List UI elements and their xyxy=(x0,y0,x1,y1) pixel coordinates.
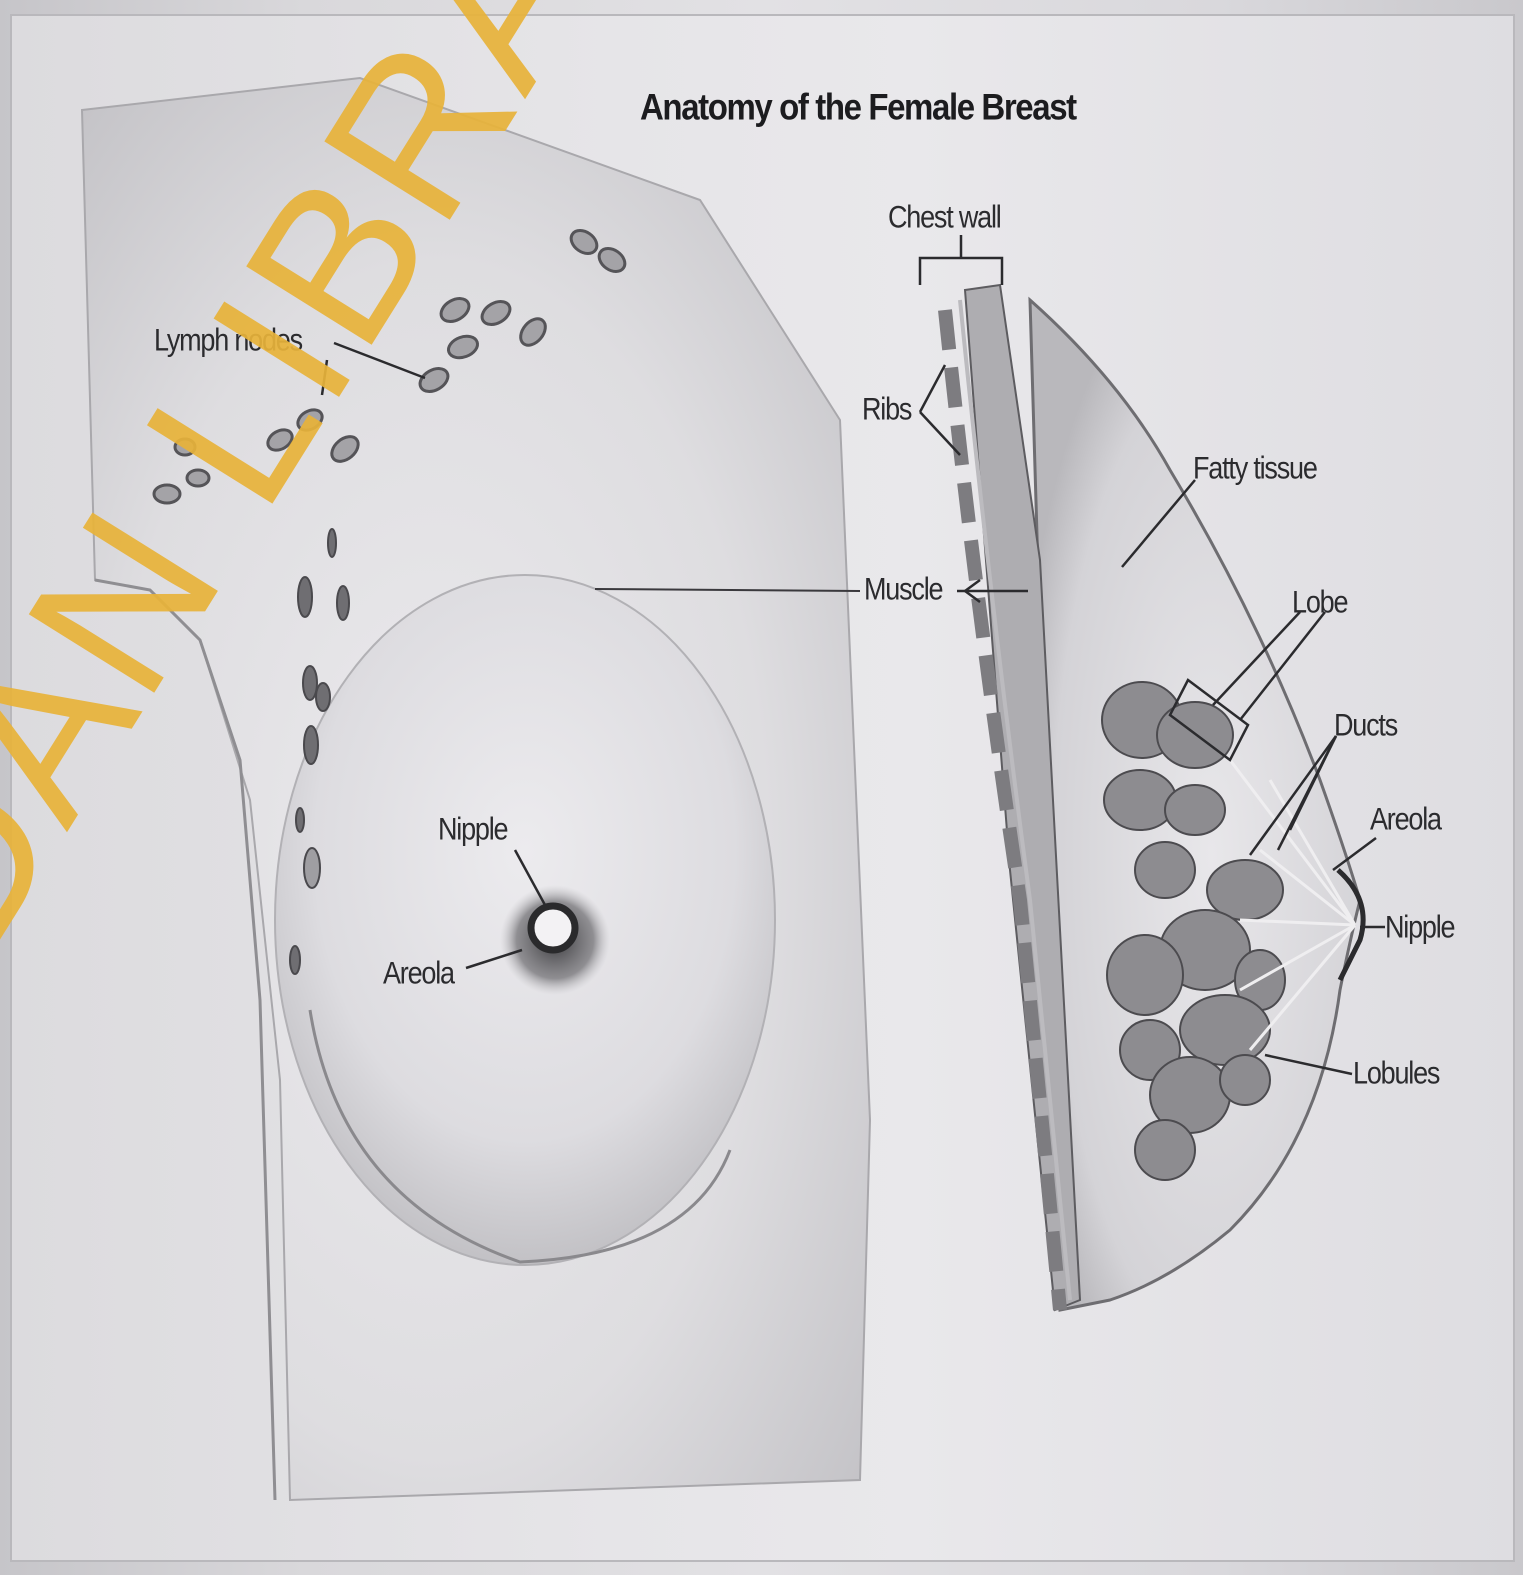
label-areola-front: Areola xyxy=(383,956,454,992)
label-lobules: Lobules xyxy=(1353,1056,1439,1092)
label-muscle: Muscle xyxy=(864,572,942,608)
label-ducts: Ducts xyxy=(1334,708,1397,744)
label-fatty-tissue: Fatty tissue xyxy=(1193,451,1317,487)
nipple-front-shape xyxy=(531,906,575,950)
diagram-title: Anatomy of the Female Breast xyxy=(640,86,1076,129)
front-view xyxy=(82,78,870,1500)
label-lymph-nodes: Lymph nodes xyxy=(154,323,302,359)
label-chest-wall: Chest wall xyxy=(888,200,1001,236)
label-ribs: Ribs xyxy=(862,392,911,428)
label-areola-side: Areola xyxy=(1370,802,1441,838)
label-nipple-front: Nipple xyxy=(438,812,507,848)
label-nipple-side: Nipple xyxy=(1385,910,1454,946)
side-view xyxy=(945,285,1363,1310)
label-lobe: Lobe xyxy=(1292,585,1347,621)
